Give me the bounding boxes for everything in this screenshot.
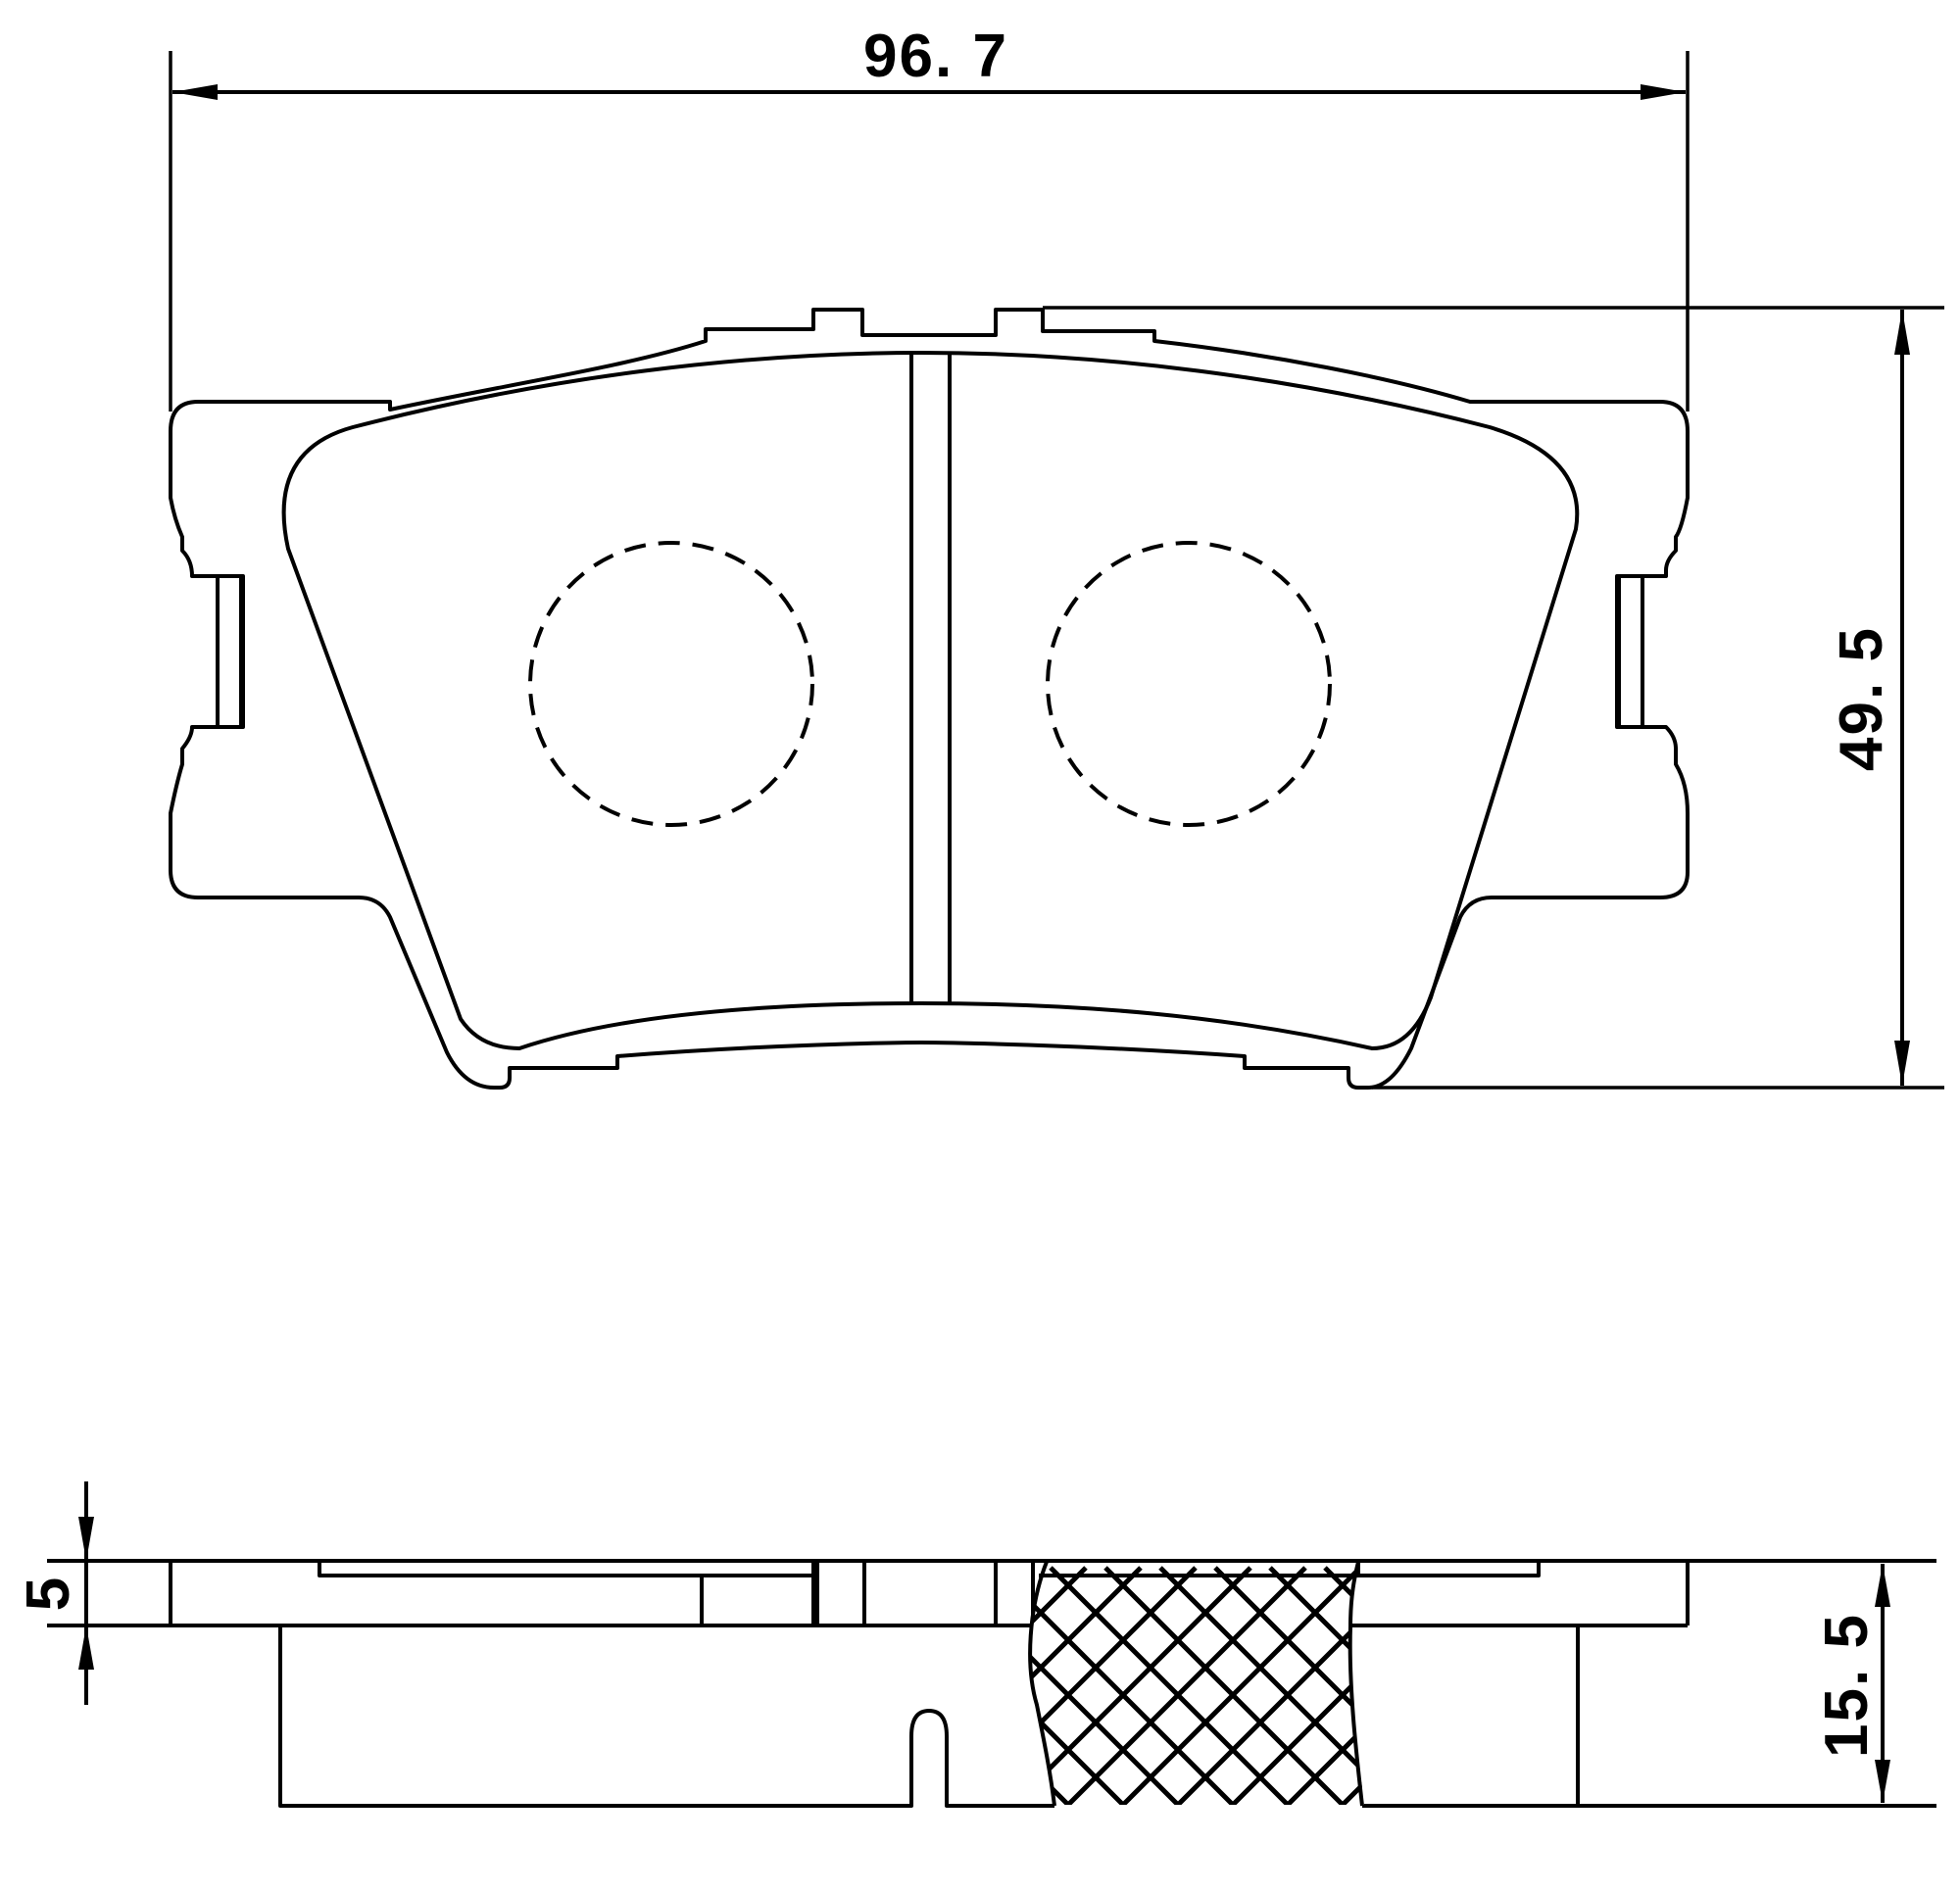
left-piston-circle (528, 541, 814, 827)
left-clip-slot (216, 574, 245, 729)
right-clip-slot (1615, 574, 1644, 729)
side-view: 5 15. 5 (15, 1481, 1936, 1808)
width-dimension-label: 96. 7 (863, 23, 1008, 90)
width-dimension: 96. 7 (169, 23, 1690, 412)
friction-pad-outline (281, 351, 1580, 1050)
backing-plate-outline (169, 308, 1690, 1090)
plate-thickness-label: 5 (15, 1576, 82, 1611)
friction-hatch-section (1028, 1561, 1364, 1807)
total-thickness-dimension: 15. 5 (1362, 1559, 1936, 1808)
friction-block-left (278, 1625, 1054, 1808)
height-dimension-label: 49. 5 (1828, 626, 1895, 771)
plate-thickness-dimension: 5 (15, 1481, 172, 1705)
shim-right (1356, 1561, 1541, 1577)
total-thickness-label: 15. 5 (1813, 1613, 1881, 1758)
shim-left (318, 1561, 815, 1577)
right-piston-circle (1046, 541, 1332, 827)
height-dimension: 49. 5 (1043, 306, 1944, 1090)
front-view: 96. 7 49. 5 (169, 23, 1944, 1090)
